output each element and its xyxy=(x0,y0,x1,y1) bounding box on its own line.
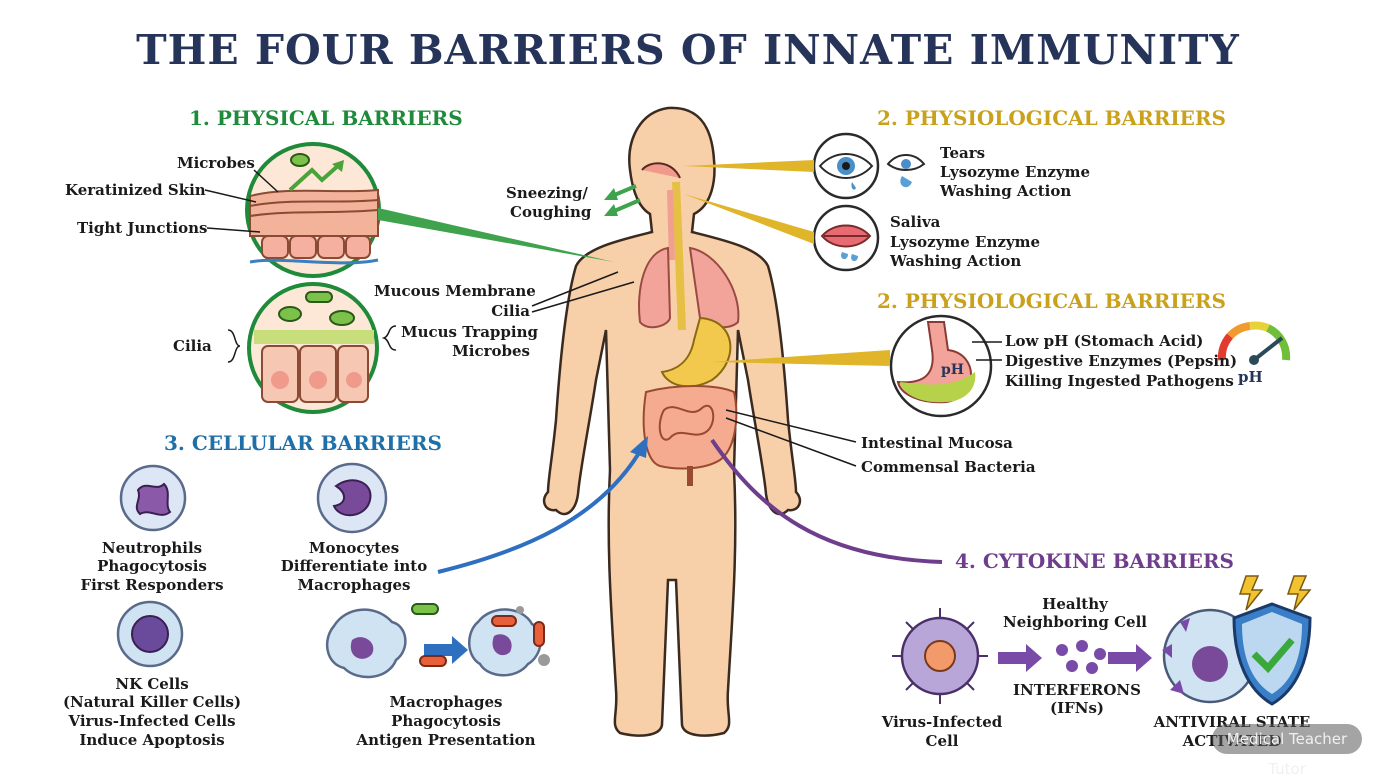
stomach-callout xyxy=(712,350,890,366)
mouth-callout xyxy=(684,194,814,244)
cellular-heading: 3. CELLULAR BARRIERS xyxy=(164,431,442,455)
physical-heading: 1. PHYSICAL BARRIERS xyxy=(189,106,463,130)
physiological-heading-2: 2. PHYSIOLOGICAL BARRIERS xyxy=(877,289,1226,313)
mucus-microbes-label: Microbes xyxy=(452,342,530,360)
virus-cell-label: Cell xyxy=(925,732,959,750)
monocytes-title: Monocytes xyxy=(308,539,400,557)
digestive-enzymes-label: Digestive Enzymes (Pepsin) xyxy=(1005,352,1238,370)
diagram-artwork xyxy=(116,106,1312,737)
physical-callout xyxy=(378,208,614,262)
cilia-left-label: Cilia xyxy=(173,337,212,355)
commensal-bacteria-label: Commensal Bacteria xyxy=(861,458,1036,476)
skin-circle xyxy=(245,142,381,278)
cytokine-arrow xyxy=(710,438,943,564)
ifn-arrow-1 xyxy=(998,644,1042,672)
shield-icon xyxy=(1232,602,1312,706)
watermark-badge: Medical Teacher Tutor xyxy=(1212,724,1362,778)
ifns-label: (IFNs) xyxy=(1049,699,1105,717)
interferon-dots xyxy=(1056,640,1106,674)
cellular-arrowhead xyxy=(630,436,648,458)
page-title: THE FOUR BARRIERS OF INNATE IMMUNITY xyxy=(136,26,1240,74)
healthy-label: Healthy xyxy=(1042,595,1108,613)
macrophages-line2: Phagocytosis xyxy=(391,712,501,730)
eye-callout xyxy=(684,160,814,172)
mouth-circle xyxy=(812,204,880,272)
physical-leaders xyxy=(204,169,635,363)
lightning-icon xyxy=(1238,575,1312,611)
monocyte-cell xyxy=(316,462,388,534)
neutrophils-line2: Phagocytosis xyxy=(97,557,207,575)
nk-line4: Induce Apoptosis xyxy=(79,731,225,749)
interferons-label: INTERFERONS xyxy=(1013,681,1141,699)
saliva-washing-label: Washing Action xyxy=(890,252,1022,270)
human-body xyxy=(542,106,802,737)
sneezing-label: Sneezing/ xyxy=(506,184,588,202)
intestine-leaders xyxy=(725,409,857,467)
sneeze-arrows xyxy=(604,184,641,216)
nk-line3: Virus-Infected Cells xyxy=(68,712,236,730)
gauge-ph-label: pH xyxy=(1238,368,1263,386)
nk-title: NK Cells xyxy=(115,675,189,693)
tears-washing-label: Washing Action xyxy=(940,182,1072,200)
neutrophils-line3: First Responders xyxy=(80,576,224,594)
cellular-arrow xyxy=(437,446,644,574)
stomach-ph-label: pH xyxy=(941,362,965,378)
neighboring-cell-label: Neighboring Cell xyxy=(1003,613,1147,631)
tight-junctions-label: Tight Junctions xyxy=(77,219,208,237)
mucus-trapping-label: Mucus Trapping xyxy=(401,323,538,341)
nk-line2: (Natural Killer Cells) xyxy=(62,693,242,711)
ph-gauge-icon xyxy=(1217,321,1291,365)
neutrophil-cell xyxy=(119,464,187,532)
macrophages-title: Macrophages xyxy=(389,693,503,711)
tear-eye-icon xyxy=(886,154,926,188)
tears-enzyme-label: Lysozyme Enzyme xyxy=(940,163,1091,181)
saliva-label: Saliva xyxy=(890,213,941,231)
neutrophils-title: Neutrophils xyxy=(101,539,203,557)
cytokine-heading: 4. CYTOKINE BARRIERS xyxy=(955,549,1234,573)
cilia-circle xyxy=(247,282,379,414)
microbes-label: Microbes xyxy=(177,154,255,172)
ifn-arrow-2 xyxy=(1108,644,1152,672)
physiological-heading-1: 2. PHYSIOLOGICAL BARRIERS xyxy=(877,106,1226,130)
healthy-cell xyxy=(1162,608,1258,704)
macrophage-cells xyxy=(325,603,550,679)
coughing-label: Coughing xyxy=(510,203,592,221)
stomach-circle xyxy=(889,314,993,418)
mucous-membrane-label: Mucous Membrane xyxy=(374,282,536,300)
eye-circle xyxy=(812,132,880,200)
virus-infected-cell xyxy=(892,608,988,704)
killing-pathogens-label: Killing Ingested Pathogens xyxy=(1005,372,1234,390)
intestinal-mucosa-label: Intestinal Mucosa xyxy=(861,434,1013,452)
keratinized-skin-label: Keratinized Skin xyxy=(65,181,206,199)
nk-cell xyxy=(116,600,184,668)
monocytes-line3: Macrophages xyxy=(297,576,411,594)
saliva-enzyme-label: Lysozyme Enzyme xyxy=(890,233,1041,251)
tears-label: Tears xyxy=(940,144,986,162)
monocytes-line2: Differentiate into xyxy=(280,557,428,575)
low-ph-label: Low pH (Stomach Acid) xyxy=(1005,332,1204,350)
macrophages-line3: Antigen Presentation xyxy=(356,731,536,749)
cilia-right-label: Cilia xyxy=(491,302,530,320)
virus-infected-label: Virus-Infected xyxy=(881,713,1003,731)
